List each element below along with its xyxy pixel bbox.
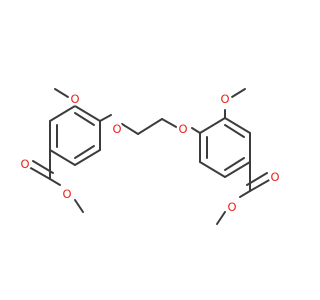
bond <box>74 145 95 159</box>
atom-oxygen-carbonyl-right: O <box>268 170 282 184</box>
bond <box>74 105 101 122</box>
atom-oxygen-ether-left: O <box>110 122 124 136</box>
structure-diagram: O O O O O O O O <box>18 88 282 225</box>
bond <box>74 199 84 213</box>
bond <box>121 123 139 135</box>
atoms: O O O O O O O O <box>18 92 282 214</box>
atom-label: O <box>70 92 79 106</box>
atom-label: O <box>62 187 71 201</box>
bonds <box>28 88 272 225</box>
bond <box>231 88 246 98</box>
atom-label: O <box>227 200 236 214</box>
bond <box>224 157 245 171</box>
bond <box>161 118 179 129</box>
bond <box>74 112 95 126</box>
bond <box>246 172 268 186</box>
bond <box>28 166 51 180</box>
atom-oxygen-methoxy-left: O <box>68 92 82 106</box>
bond <box>199 117 226 134</box>
bond <box>224 124 245 138</box>
bond <box>249 178 272 192</box>
atom-label: O <box>178 122 187 136</box>
atom-oxygen-methoxy-right: O <box>218 92 232 106</box>
bond <box>137 118 163 135</box>
bond <box>49 105 76 122</box>
bond <box>199 161 226 178</box>
bond <box>74 149 101 166</box>
atom-oxygen-ester-right: O <box>225 200 239 214</box>
bond <box>224 117 251 134</box>
atom-label: O <box>270 170 279 184</box>
bond <box>216 211 226 225</box>
bond <box>191 127 201 134</box>
atom-oxygen-ester-left: O <box>60 187 74 201</box>
bond <box>239 190 251 198</box>
atom-oxygen-ether-right: O <box>176 122 190 136</box>
bond <box>49 149 76 166</box>
atom-label: O <box>220 92 229 106</box>
bond <box>32 160 54 174</box>
bond <box>54 88 69 98</box>
bond <box>224 161 251 178</box>
atom-label: O <box>20 157 29 171</box>
bond <box>49 178 61 186</box>
atom-oxygen-carbonyl-left: O <box>18 157 32 171</box>
atom-label: O <box>112 122 121 136</box>
bond <box>99 114 112 122</box>
